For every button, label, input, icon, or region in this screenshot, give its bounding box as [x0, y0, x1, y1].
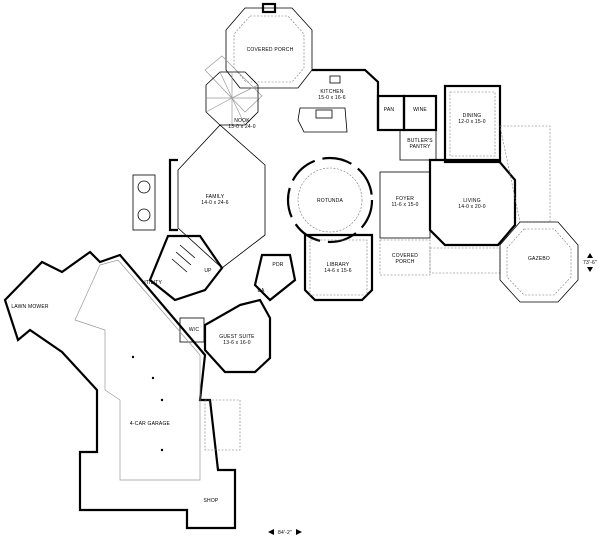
family-label: FAMILY — [206, 194, 225, 200]
covered-porch-rear: COVERED PORCH — [225, 2, 313, 89]
service-area: UTILITY UP PDR BA W/C — [142, 234, 297, 343]
garage: LAWN MOWER 4-CAR GARAGE SHOP — [3, 250, 241, 530]
wine-label: WINE — [413, 107, 427, 113]
covered-porch-front-label-2: PORCH — [395, 259, 414, 265]
kitchen: KITCHEN 15-0 x 16-6 — [297, 68, 380, 133]
wic-label: W/C — [189, 327, 200, 333]
pdr-label: PDR — [272, 262, 283, 268]
guest-suite-label: GUEST SUITE — [219, 334, 255, 340]
gazebo: GAZEBO — [499, 221, 579, 303]
covered-porch-front: COVERED PORCH — [379, 239, 431, 276]
pan-label: PAN — [384, 107, 395, 113]
covered-porch-front-label: COVERED — [392, 253, 418, 259]
dimension-width: 84'-2" — [268, 529, 302, 536]
pantry-area: PAN WINE BUTLER'S PANTRY — [376, 94, 438, 161]
outdoor-grill — [132, 174, 156, 231]
ba-label: BA — [257, 288, 265, 294]
dining-dims: 12-0 x 15-0 — [458, 119, 486, 125]
lawn-mower-label: LAWN MOWER — [11, 304, 49, 310]
butlers-pantry-label-2: PANTRY — [409, 144, 430, 150]
dining: DINING 12-0 x 15-0 — [443, 84, 502, 164]
shop-label: SHOP — [204, 498, 219, 504]
guest-suite: GUEST SUITE 13-6 x 16-0 — [203, 298, 272, 374]
foyer: FOYER 11-6 x 15-0 — [379, 171, 431, 239]
wrap-porch — [429, 125, 551, 274]
living: LIVING 14-0 x 20-0 — [428, 158, 517, 247]
guest-suite-dims: 13-6 x 16-0 — [223, 340, 251, 346]
nook-dims: 13-0 x 24-0 — [228, 124, 256, 130]
living-dims: 14-0 x 20-0 — [458, 204, 486, 210]
dining-label: DINING — [463, 113, 482, 119]
foyer-dims: 11-6 x 15-0 — [391, 202, 418, 208]
library: LIBRARY 14-6 x 15-6 — [303, 233, 374, 302]
nook: NOOK 13-0 x 24-0 — [204, 55, 263, 130]
kitchen-label: KITCHEN — [320, 89, 344, 95]
covered-porch-rear-label: COVERED PORCH — [247, 47, 294, 53]
rotunda: ROTUNDA — [286, 156, 374, 244]
utility-label: UTILITY — [142, 280, 162, 286]
foyer-label: FOYER — [396, 196, 414, 202]
nook-label: NOOK — [234, 118, 250, 124]
living-label: LIVING — [463, 198, 481, 204]
rotunda-label: ROTUNDA — [317, 198, 344, 204]
garage-label: 4-CAR GARAGE — [130, 421, 171, 427]
library-label: LIBRARY — [327, 262, 350, 268]
dimension-depth: 73'-6" — [583, 253, 597, 272]
butlers-pantry-label: BUTLER'S — [407, 138, 433, 144]
family-dims: 14-0 x 24-6 — [201, 200, 229, 206]
depth-dimension-label: 73'-6" — [583, 260, 597, 266]
kitchen-dims: 15-0 x 16-6 — [318, 95, 346, 101]
stairs-up-label: UP — [204, 268, 212, 274]
gazebo-label: GAZEBO — [528, 256, 550, 262]
library-dims: 14-6 x 15-6 — [324, 268, 352, 274]
width-dimension-label: 84'-2" — [278, 530, 292, 536]
family: FAMILY 14-0 x 24-6 — [168, 124, 266, 269]
